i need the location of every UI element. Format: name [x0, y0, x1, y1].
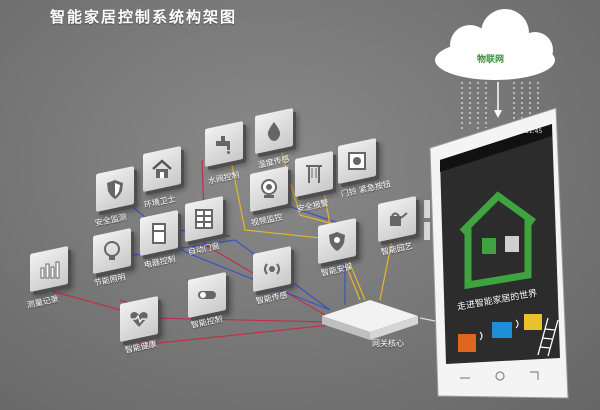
button-icon	[346, 150, 368, 172]
faucet-icon	[213, 133, 235, 155]
house-logo-icon	[459, 191, 537, 290]
phone-status-time: 11:45	[525, 128, 543, 135]
tile-security-monitor[interactable]	[96, 165, 134, 213]
tile-gardening[interactable]	[378, 195, 416, 243]
phone-device-icon	[458, 334, 476, 352]
android-icon	[482, 238, 496, 254]
heart-icon	[128, 308, 150, 330]
apple-icon	[505, 236, 519, 252]
window-icon	[193, 208, 215, 230]
tile-smart-control[interactable]	[188, 271, 226, 319]
tile-doors-windows[interactable]	[185, 195, 223, 243]
gateway-label: 网关核心	[372, 339, 404, 348]
shield-star-icon	[326, 230, 348, 252]
drop-icon	[263, 120, 285, 142]
ladder-icon	[537, 317, 559, 357]
tile-environment[interactable]	[143, 145, 181, 193]
tile-smart-health[interactable]	[120, 295, 158, 343]
shield-icon	[104, 178, 126, 200]
home-icon	[151, 158, 173, 180]
tv-device-icon	[492, 322, 512, 338]
tile-temperature[interactable]	[255, 107, 293, 155]
wireless-icon	[261, 258, 283, 280]
toggle-icon	[196, 284, 218, 306]
gateway-box	[322, 300, 418, 340]
cloud-shape	[435, 9, 555, 80]
page-title: 智能家居控制系统构架图	[50, 8, 238, 26]
fridge-icon	[148, 222, 170, 244]
tile-appliance[interactable]	[140, 209, 178, 257]
camera-icon	[258, 178, 280, 200]
camera-device-icon	[524, 314, 542, 330]
tile-lighting[interactable]	[93, 227, 131, 275]
bar-chart-icon	[38, 258, 60, 280]
watering-can-icon	[386, 208, 408, 230]
tile-measure[interactable]	[30, 245, 68, 293]
swing-icon	[303, 163, 325, 185]
tile-alarm[interactable]	[295, 150, 333, 198]
cloud-label: 物联网	[477, 55, 505, 65]
tile-video[interactable]	[250, 165, 288, 213]
tile-doorbell[interactable]	[338, 137, 376, 185]
lightbulb-icon	[101, 240, 123, 262]
tile-smart-security[interactable]	[318, 217, 356, 265]
tile-smart-sensor[interactable]	[253, 245, 291, 293]
tile-water-valve[interactable]	[205, 120, 243, 168]
